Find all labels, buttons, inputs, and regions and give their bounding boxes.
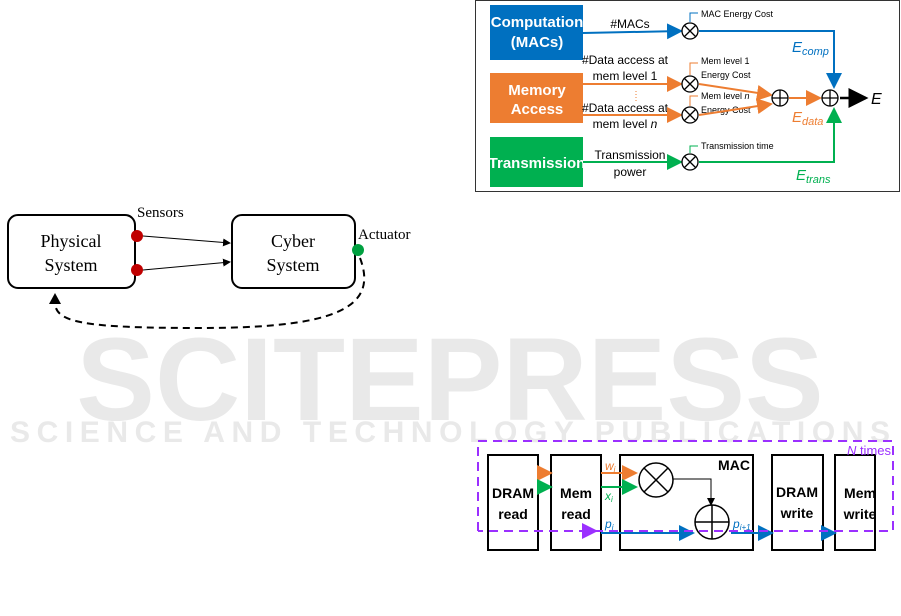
plus-icon-cross (695, 505, 729, 539)
mem1-cost-label-2: Energy Cost (701, 70, 751, 80)
memn-cost-arrow (689, 95, 698, 106)
dram-write-box (771, 454, 824, 551)
watermark-sub: SCIENCE AND TECHNOLOGY PUBLICATIONS (10, 416, 890, 449)
mem1-to-sum (698, 83, 773, 101)
sensor-arrow-2 (142, 258, 231, 271)
sensor-dot (131, 264, 143, 276)
mac-label: MAC (718, 457, 750, 473)
mem-read-label: Mem (560, 485, 592, 501)
watermark: SCITEPRESS SCIENCE AND TECHNOLOGY PUBLIC… (10, 314, 890, 449)
mem1-cost-label: Mem level 1 (701, 56, 750, 66)
dram-read-box (487, 454, 539, 551)
mac-energy-cost-label: MAC Energy Cost (701, 9, 774, 19)
data-access-1-label-2: mem level 1 (593, 69, 658, 83)
multiply-icons (681, 22, 839, 171)
n-times-loop (477, 440, 894, 532)
memory-box (490, 73, 583, 123)
feedback-arrowhead (49, 293, 61, 304)
sensor-arrow-1 (142, 235, 231, 247)
e-data-label: Edata (792, 109, 823, 128)
cyber-label-2: System (266, 255, 319, 275)
memory-label-1: Memory (508, 82, 566, 99)
macs-label: #MACs (610, 17, 649, 31)
dram-read-label-2: read (498, 506, 528, 522)
e-trans-arrow (699, 107, 842, 163)
feedback-path (54, 257, 366, 330)
computation-label-2: (MACs) (511, 34, 564, 51)
trans-power-label: Transmission (595, 148, 666, 162)
memory-label-2: Access (511, 101, 564, 118)
mem-write-label: Mem (844, 485, 876, 501)
e-total-label: E (871, 91, 882, 108)
transmission-box (490, 137, 583, 187)
sensors-label: Sensors (137, 205, 184, 221)
actuator-dot (352, 244, 364, 256)
mult-to-add-arrow (672, 478, 715, 506)
memn-to-sum (698, 98, 773, 116)
n-times-label: N times (847, 443, 892, 458)
e-comp-label: Ecomp (792, 39, 829, 58)
mac-diagram: DRAM read Mem read MAC DRAM write Mem wr… (477, 440, 894, 551)
memn-cost-label: Mem level n (701, 91, 750, 101)
physical-label-2: System (44, 255, 97, 275)
computation-label-1: Computation (491, 14, 583, 31)
e-trans-label: Etrans (796, 167, 831, 186)
e-comp-arrow (699, 30, 842, 89)
multiply-icon-cross (643, 467, 669, 493)
macs-arrow (582, 23, 683, 40)
data-access-1-label: #Data access at (582, 53, 669, 67)
w-label: wi (605, 459, 616, 474)
trans-time-label: Transmission time (701, 141, 774, 151)
dram-write-label: DRAM (776, 484, 818, 500)
cyber-system-box (231, 214, 356, 289)
data-access-n-label-2: mem level n (593, 117, 658, 131)
sensor-dot (131, 230, 143, 242)
p-label: pi (604, 517, 614, 532)
transmission-label: Transmission (489, 155, 586, 172)
physical-system-box (7, 214, 136, 289)
dram-read-label: DRAM (492, 485, 534, 501)
mem-write-box (834, 454, 876, 551)
cyber-label-1: Cyber (271, 231, 315, 251)
trans-power-label-2: power (614, 165, 647, 179)
watermark-main: SCITEPRESS (76, 314, 824, 446)
trans-time-arrow (689, 145, 698, 153)
mem-write-label-2: write (843, 506, 877, 522)
mem1-cost-arrow (689, 62, 698, 75)
p-next-label: pi+1 (732, 517, 751, 532)
x-label: xi (604, 489, 613, 504)
computation-box (490, 5, 583, 60)
mem-read-label-2: read (561, 506, 591, 522)
physical-label-1: Physical (41, 231, 102, 251)
energy-diagram: Computation (MACs) Memory Access Transmi… (475, 0, 900, 192)
mem-read-box (550, 454, 602, 551)
mac-cost-arrow (689, 12, 698, 22)
actuator-label: Actuator (358, 227, 410, 243)
data-access-n-label: #Data access at (582, 101, 669, 115)
dram-write-label-2: write (780, 505, 814, 521)
cps-diagram: Physical System Cyber System Sensors Act… (7, 205, 410, 330)
